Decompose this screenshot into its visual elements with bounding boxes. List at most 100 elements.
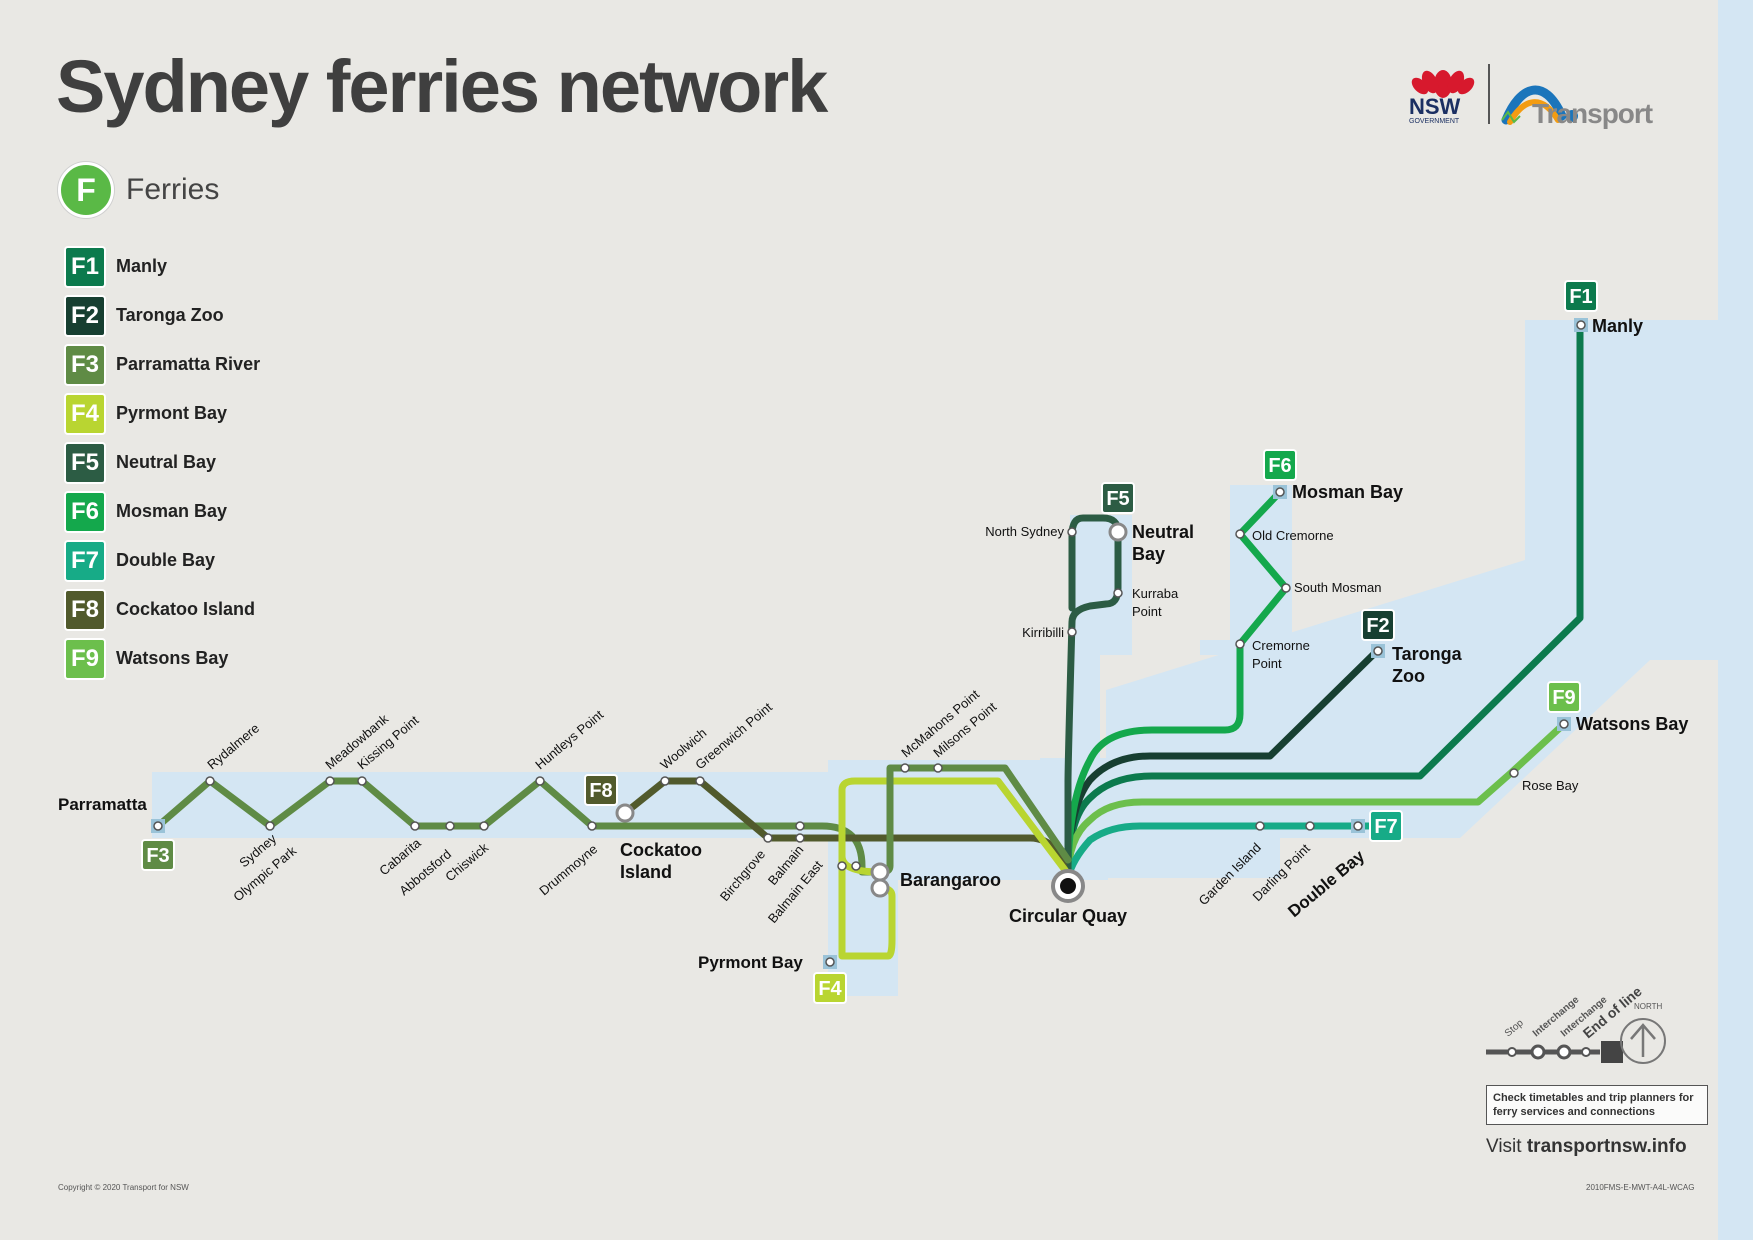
waratah-logo-icon	[1411, 70, 1475, 98]
terminus-stop-marker	[825, 957, 835, 967]
stop-marker	[265, 821, 275, 831]
transport-logo-icon	[1501, 85, 1578, 125]
symbol-key: Stop Interchange Interchange End of line…	[1486, 983, 1666, 1064]
circular-quay-hub-dot	[1060, 878, 1076, 894]
label-barangaroo: Barangaroo	[900, 870, 1001, 890]
label-birchgrove: Birchgrove	[717, 847, 768, 904]
label-old-cremorne: Old Cremorne	[1252, 528, 1334, 543]
interchange-marker	[870, 878, 890, 898]
stop-marker	[357, 776, 367, 786]
stop-marker	[837, 861, 847, 871]
north-arrow-icon	[1620, 1018, 1666, 1064]
stop-marker	[763, 833, 773, 843]
ferries-heading: F Ferries	[58, 162, 219, 218]
map-badge-f1	[1564, 280, 1598, 312]
timetable-note: Check timetables and trip planners for f…	[1486, 1085, 1708, 1125]
stop-marker	[1067, 527, 1077, 537]
legend-label: Neutral Bay	[116, 452, 217, 472]
visit-link[interactable]: Visit transportnsw.info	[1486, 1136, 1687, 1158]
stop-marker	[410, 821, 420, 831]
legend-item-f2[interactable]: F2 Taronga Zoo	[64, 291, 260, 340]
legend-label: Parramatta River	[116, 354, 261, 374]
map-badge-f2	[1361, 609, 1395, 641]
map-badge-f7	[1369, 810, 1403, 842]
stop-marker	[795, 833, 805, 843]
route-badge-f5: F5	[64, 441, 106, 484]
logo-divider	[1488, 64, 1490, 124]
stop-marker	[695, 776, 705, 786]
visit-url[interactable]: transportnsw.info	[1526, 1136, 1687, 1157]
stop-marker	[1235, 529, 1245, 539]
legend-label: Watsons Bay	[116, 648, 229, 668]
stop-marker	[660, 776, 670, 786]
label-south-mosman: South Mosman	[1294, 580, 1381, 595]
map-badge-f3	[141, 839, 175, 871]
document-code: 2010FMS-E-MWT-A4L-WCAG	[1586, 1183, 1695, 1192]
map-badge-f8	[584, 774, 618, 806]
map-badge-label-f4: F4	[818, 978, 842, 1000]
route-badge-f2: F2	[64, 294, 106, 337]
label-rose-bay: Rose Bay	[1522, 778, 1579, 793]
stop-marker	[851, 861, 861, 871]
stop-marker	[325, 776, 335, 786]
route-badge-f7: F7	[64, 539, 106, 582]
ferries-label: Ferries	[126, 173, 220, 206]
legend-label: Mosman Bay	[116, 501, 228, 521]
label-huntleys-point: Huntleys Point	[532, 707, 606, 773]
map-badge-label-f6: F6	[1268, 455, 1291, 477]
stop-marker	[933, 763, 943, 773]
north-label: NORTH	[1634, 1002, 1663, 1011]
label-watsons-bay: Watsons Bay	[1576, 714, 1688, 734]
label-pyrmont-bay: Pyrmont Bay	[698, 953, 803, 972]
stop-marker	[1305, 821, 1315, 831]
map-badge-label-f2: F2	[1366, 615, 1389, 637]
legend-item-f6[interactable]: F6 Mosman Bay	[64, 487, 260, 536]
map-badge-f4	[813, 972, 847, 1004]
route-badge-f1: F1	[64, 245, 106, 288]
legend-label: Double Bay	[116, 550, 216, 570]
stop-marker	[795, 821, 805, 831]
key-interchange-icon	[1530, 1044, 1546, 1060]
label-cockatoo-island: Island	[620, 862, 672, 882]
label-taronga-zoo: Taronga	[1392, 644, 1463, 664]
terminus-stop-marker	[1353, 821, 1363, 831]
label-drummoyne: Drummoyne	[536, 841, 600, 898]
label-kurraba-point: Kurraba	[1132, 586, 1179, 601]
label-mosman-bay: Mosman Bay	[1292, 482, 1403, 502]
key-interchange-label: Interchange	[1531, 994, 1582, 1039]
legend-item-f7[interactable]: F7 Double Bay	[64, 536, 260, 585]
stop-marker	[479, 821, 489, 831]
ferries-mode-icon: F	[58, 162, 114, 218]
interchange-marker	[870, 862, 890, 882]
map-badge-label-f9: F9	[1552, 687, 1575, 709]
route-line-f5	[1064, 514, 1122, 882]
label-parramatta: Parramatta	[58, 795, 147, 814]
stop-marker	[1067, 627, 1077, 637]
label-cremorne-point: Point	[1252, 656, 1282, 671]
label-cockatoo-island: Cockatoo	[620, 840, 702, 860]
legend-label: Taronga Zoo	[116, 305, 224, 325]
legend-item-f5[interactable]: F5 Neutral Bay	[64, 438, 260, 487]
page-title: Sydney ferries network	[56, 45, 828, 128]
map-badge-label-f5: F5	[1106, 488, 1129, 510]
key-stop-label: Stop	[1503, 1017, 1526, 1039]
stop-marker	[1113, 588, 1123, 598]
terminus-stop-marker	[1559, 719, 1569, 729]
stop-marker	[587, 821, 597, 831]
key-stop-icon	[1507, 1047, 1517, 1057]
terminus-stop-marker	[1373, 646, 1383, 656]
label-kirribilli: Kirribilli	[1022, 625, 1064, 640]
label-taronga-zoo: Zoo	[1392, 666, 1425, 686]
stop-marker	[205, 776, 215, 786]
stop-marker	[535, 776, 545, 786]
stop-marker	[1509, 768, 1519, 778]
stop-marker	[1235, 639, 1245, 649]
route-badge-f6: F6	[64, 490, 106, 533]
key-end-stop-icon	[1581, 1047, 1591, 1057]
